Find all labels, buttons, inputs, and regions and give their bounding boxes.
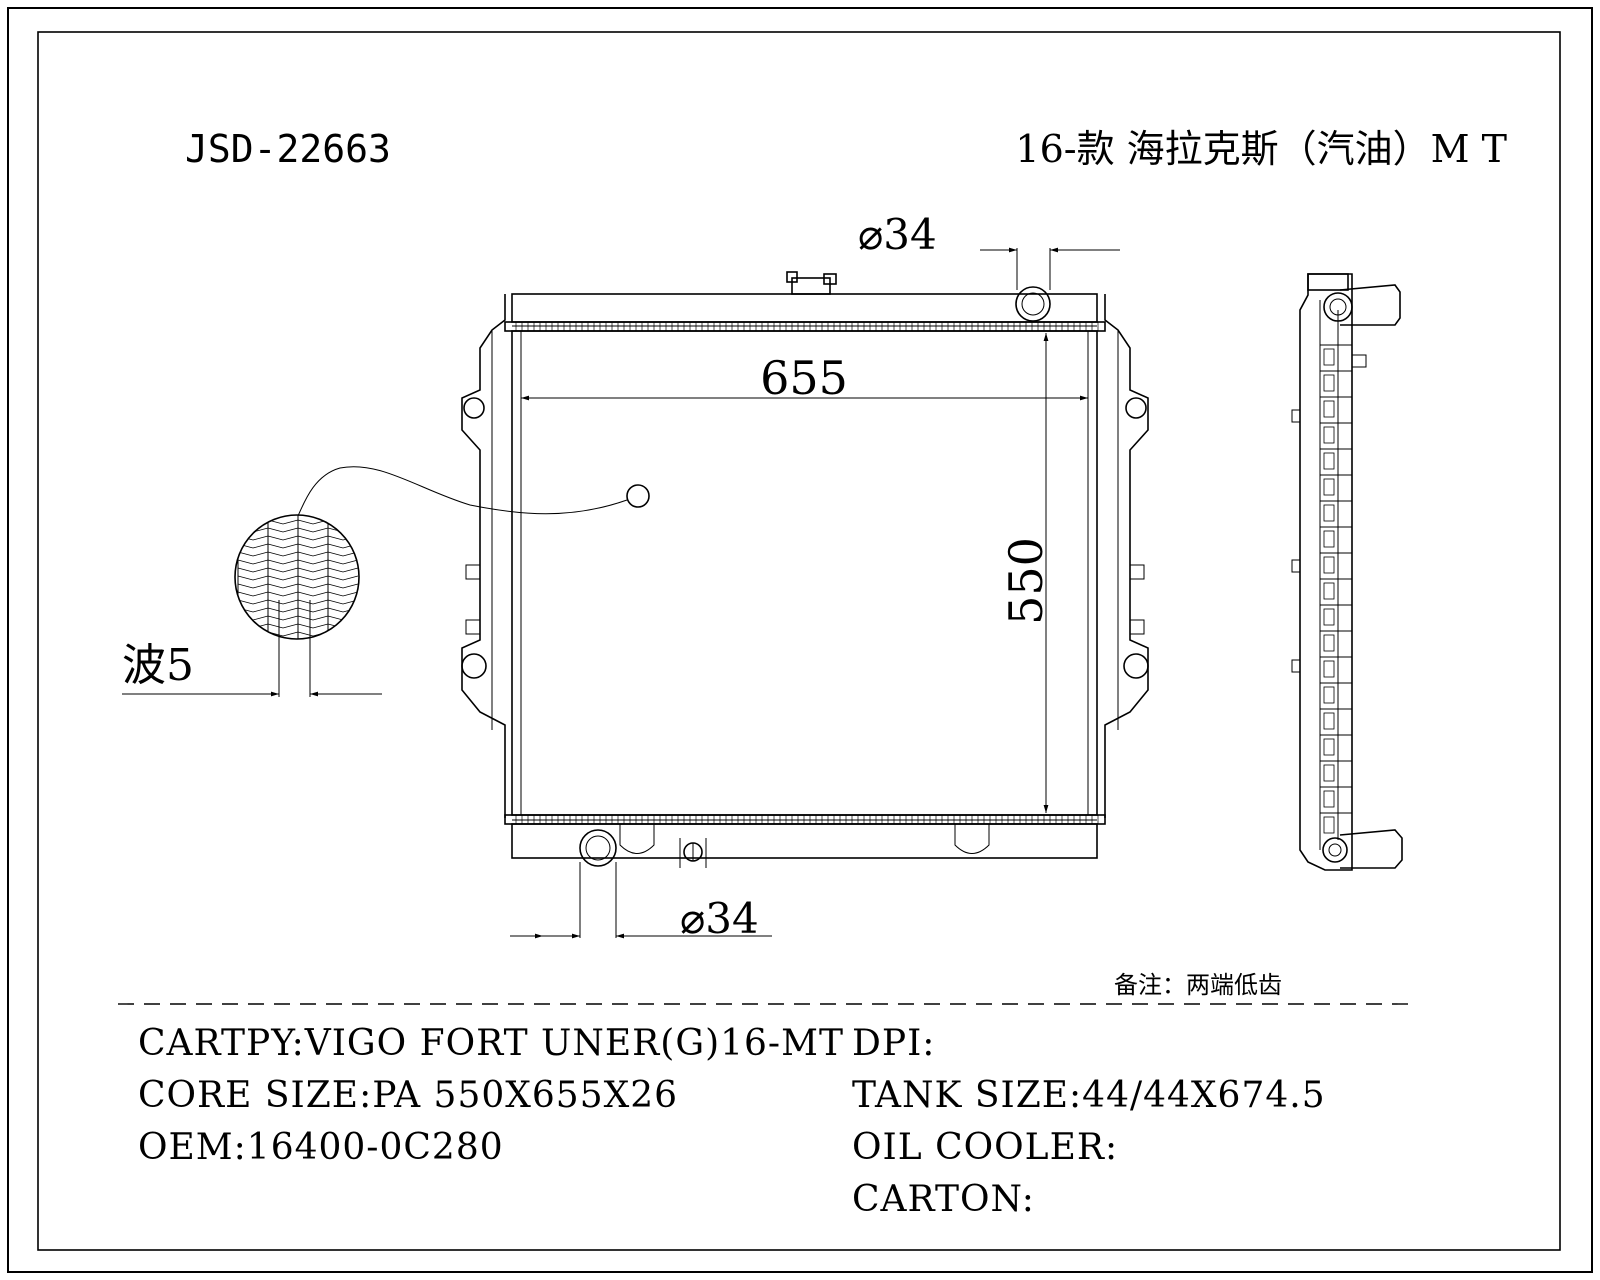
spec-oil-cooler: OIL COOLER:	[852, 1127, 1119, 1168]
spec-oem: OEM:16400-0C280	[138, 1127, 504, 1168]
bottom-pipe-diameter-label: ⌀34	[680, 894, 759, 943]
note-text: 备注：两端低齿	[1114, 971, 1282, 999]
top-pipe-diameter-label: ⌀34	[858, 210, 937, 259]
part-number: JSD-22663	[185, 127, 391, 171]
core-width-label: 655	[760, 351, 848, 405]
top-pipe-dimension: ⌀34	[858, 210, 1120, 290]
spec-tank-size: TANK SIZE:44/44X674.5	[852, 1075, 1326, 1116]
spec-cartpy: CARTPY:VIGO FORT UNER(G)16-MT	[138, 1023, 844, 1064]
fin-detail: 波5	[122, 466, 650, 697]
radiator-front-view	[461, 271, 1149, 868]
spec-dpi: DPI:	[852, 1023, 936, 1064]
spec-carton: CARTON:	[852, 1179, 1035, 1220]
radiator-side-view	[1291, 273, 1403, 871]
core-width-dimension: 655	[521, 351, 1088, 405]
model-title: 16-款 海拉克斯（汽油）M T	[1015, 127, 1507, 171]
bottom-pipe-dimension: ⌀34	[510, 862, 772, 943]
core-height-dimension: 550	[999, 333, 1053, 813]
fin-pitch-label: 波5	[122, 640, 194, 691]
inner-border	[37, 31, 1561, 1251]
header-serrations	[515, 322, 1099, 824]
side-ribs	[1320, 344, 1352, 834]
core-height-label: 550	[999, 537, 1053, 625]
outer-border	[7, 7, 1593, 1273]
spec-core-size: CORE SIZE:PA 550X655X26	[138, 1075, 679, 1116]
